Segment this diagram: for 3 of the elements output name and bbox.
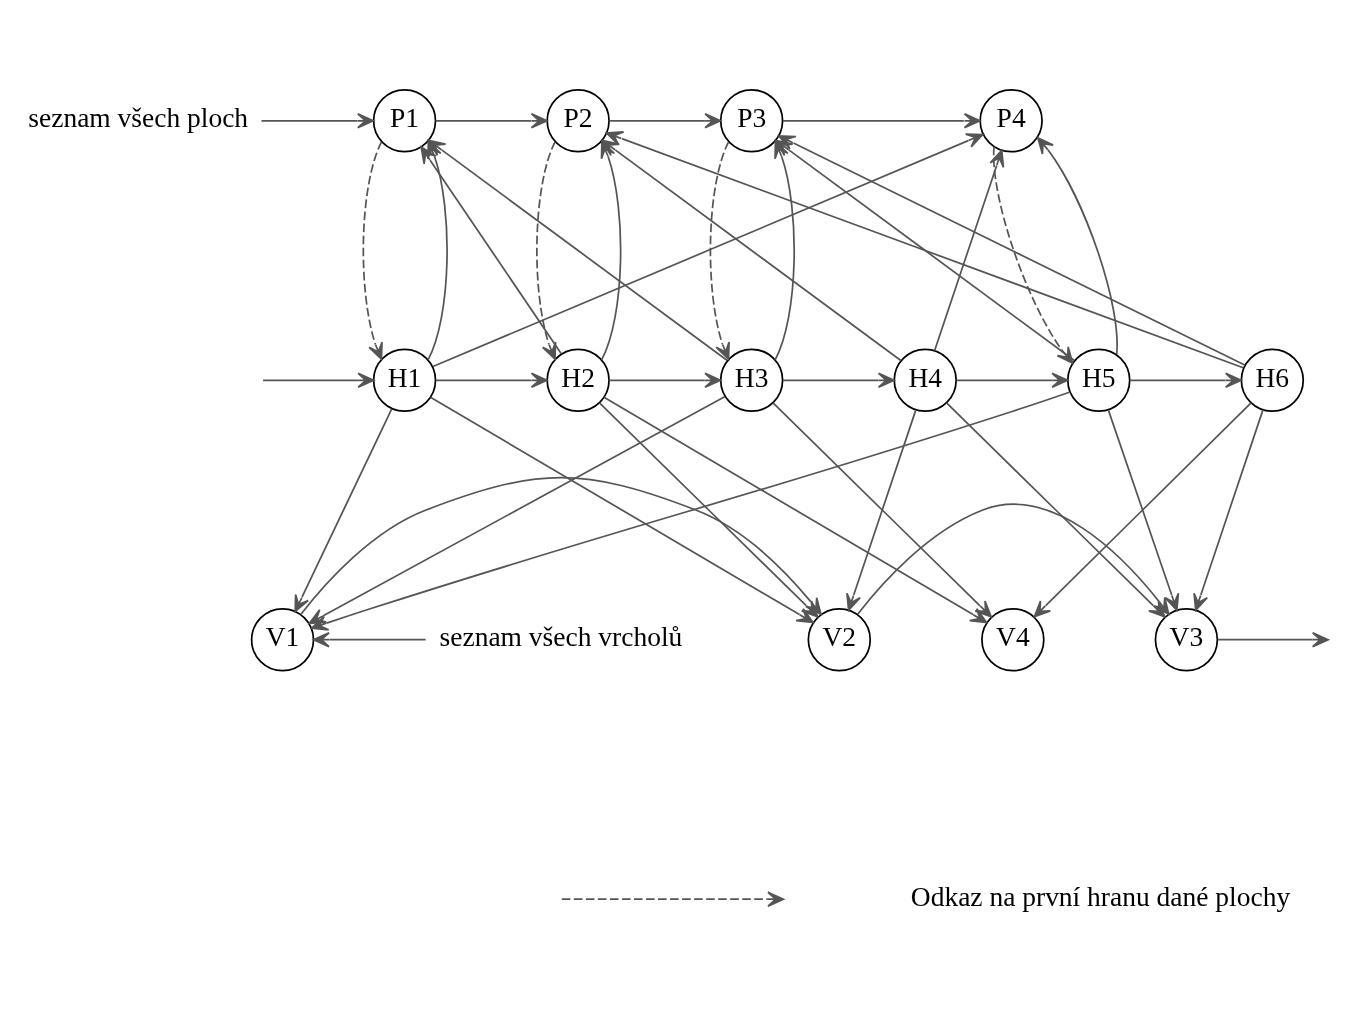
node-text: seznam všech vrcholů xyxy=(439,621,683,652)
legend-label: Odkaz na první hranu dané plochy xyxy=(910,881,1291,912)
node-text: seznam všech ploch xyxy=(28,102,249,133)
